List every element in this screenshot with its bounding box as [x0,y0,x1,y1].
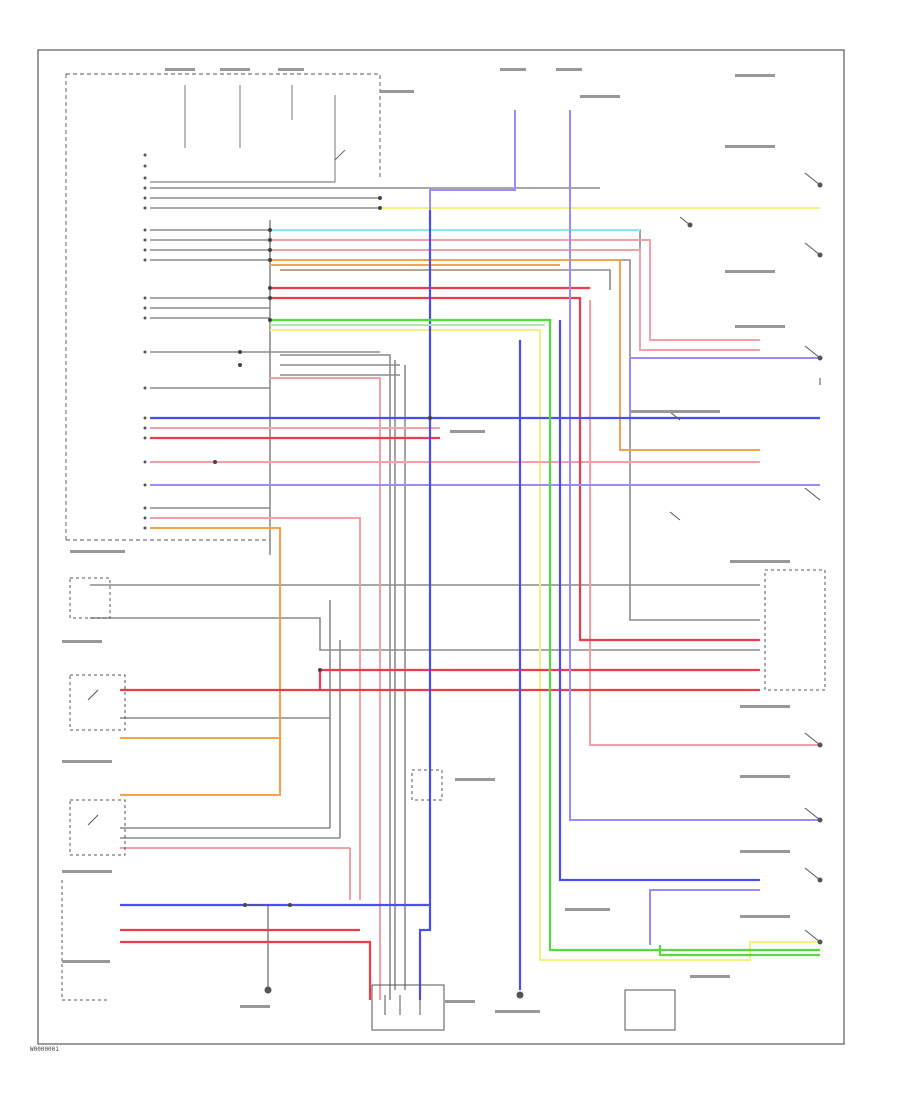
violet-wires [150,110,820,945]
left-switches [61,577,126,1001]
green-wires [270,318,820,957]
control-unit-upper-left [65,73,381,541]
gray-wires [90,187,760,1000]
orange-wires [120,259,760,796]
fuse-feeds-top [150,85,346,183]
label-marks [62,68,790,1013]
connector-pins-left [143,153,147,530]
red-wires [120,286,760,1000]
figure-id-tag: W0000001 [30,1046,59,1053]
pink-wires [120,239,820,1000]
lower-components [244,769,676,1031]
yellow-wires [270,207,820,961]
diagram-frame [37,49,845,1045]
splice-dots [213,196,432,907]
blue-wires [120,210,820,1000]
right-switches [669,172,826,945]
